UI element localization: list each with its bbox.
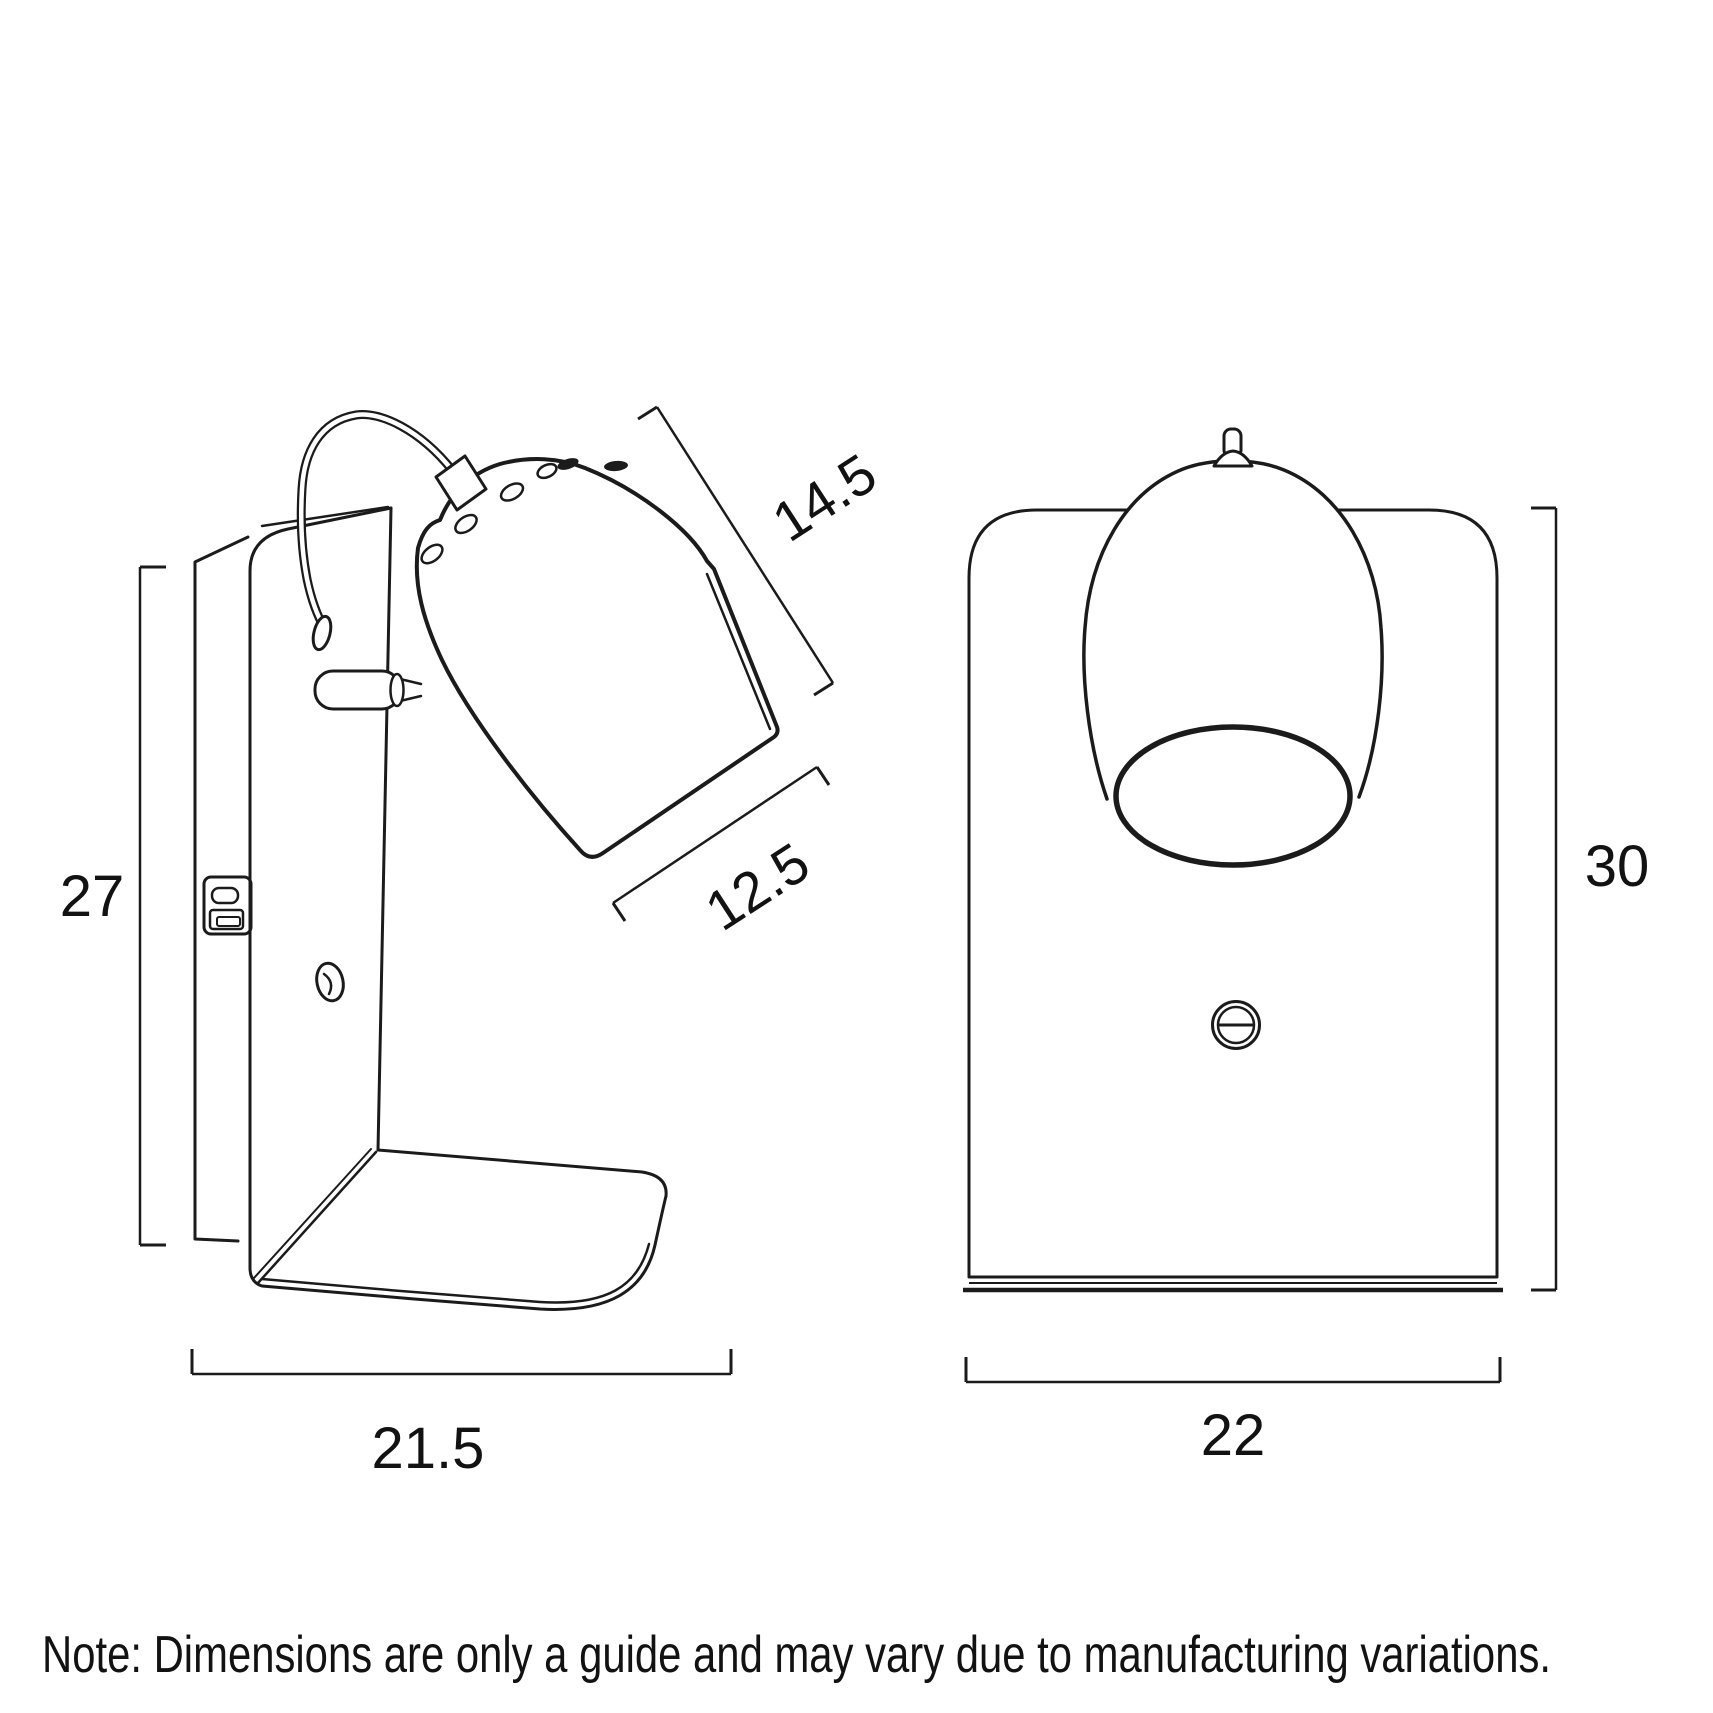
- usb-a-port: [208, 908, 245, 931]
- lamp-rim-inner-line: [705, 572, 772, 731]
- dim-label-12-5: 12.5: [694, 830, 820, 942]
- usb-module-outline: [202, 875, 253, 936]
- shade-fill: [1083, 460, 1383, 823]
- vent-hole: [536, 462, 558, 480]
- wall-plate: [193, 505, 668, 1311]
- shelf-thickness-line: [260, 1242, 651, 1304]
- power-cord: [296, 409, 457, 652]
- dim-label-21-5: 21.5: [372, 1416, 485, 1481]
- dim-line: [612, 765, 818, 905]
- front-view: [963, 427, 1503, 1293]
- vent-hole: [454, 513, 478, 535]
- vent-hole-filled: [557, 458, 579, 470]
- cord-grommet: [311, 614, 333, 652]
- dim-label-27: 27: [60, 864, 125, 929]
- shade-opening: [1113, 724, 1353, 868]
- dim-side-width: 21.5: [190, 1349, 733, 1481]
- front-plate-outline: [967, 508, 1499, 1279]
- dim-tick: [813, 681, 834, 697]
- dim-label-30: 30: [1585, 834, 1650, 899]
- adjust-knob: [313, 669, 423, 711]
- dim-front-width: 22: [964, 1357, 1502, 1468]
- knob-collar: [389, 672, 405, 708]
- usb-c-port: [210, 886, 240, 905]
- note-text: Note: Dimensions are only a guide and ma…: [42, 1626, 1551, 1684]
- wall-strip-outline: [193, 535, 250, 1243]
- plate-top-edge-inner: [260, 505, 390, 528]
- knob-body: [313, 669, 402, 711]
- usb-ports: [202, 875, 253, 936]
- dim-front-height: 30: [1531, 506, 1650, 1292]
- shelf: [253, 1148, 668, 1304]
- lamp-head: [414, 457, 780, 859]
- pivot-joint: [434, 454, 488, 512]
- usb-a-tongue: [216, 916, 241, 927]
- dim-tick: [611, 902, 627, 922]
- switch-screw-slot: [322, 972, 333, 996]
- dim-line: [655, 406, 835, 684]
- pivot-block: [434, 454, 488, 512]
- lamp-shade: [1082, 427, 1384, 868]
- lamp-head-outline: [414, 457, 780, 859]
- dim-label-22: 22: [1201, 1403, 1266, 1468]
- front-switch: [1211, 1000, 1261, 1050]
- dim-side-height: 27: [60, 565, 166, 1247]
- cord-core: [299, 412, 455, 632]
- shelf-fold-line-inner: [253, 1148, 372, 1279]
- shelf-top-back-edge: [376, 1148, 668, 1198]
- finial-base: [1212, 449, 1254, 468]
- plate-right-edge: [376, 506, 393, 1152]
- vent-hole-filled: [604, 460, 628, 472]
- side-view: [193, 409, 780, 1311]
- switch-screw: [315, 961, 345, 1003]
- knob-connector: [398, 677, 423, 703]
- dimensions: 27 21.5 14.5 12.5 30: [60, 405, 1650, 1481]
- dim-tick: [637, 405, 658, 421]
- plate-outline: [248, 506, 668, 1311]
- dim-label-14-5: 14.5: [761, 441, 887, 553]
- vent-hole: [499, 482, 525, 502]
- dim-tick: [815, 766, 831, 786]
- vent-hole: [420, 543, 444, 565]
- shelf-fold-line-outer: [256, 1150, 378, 1285]
